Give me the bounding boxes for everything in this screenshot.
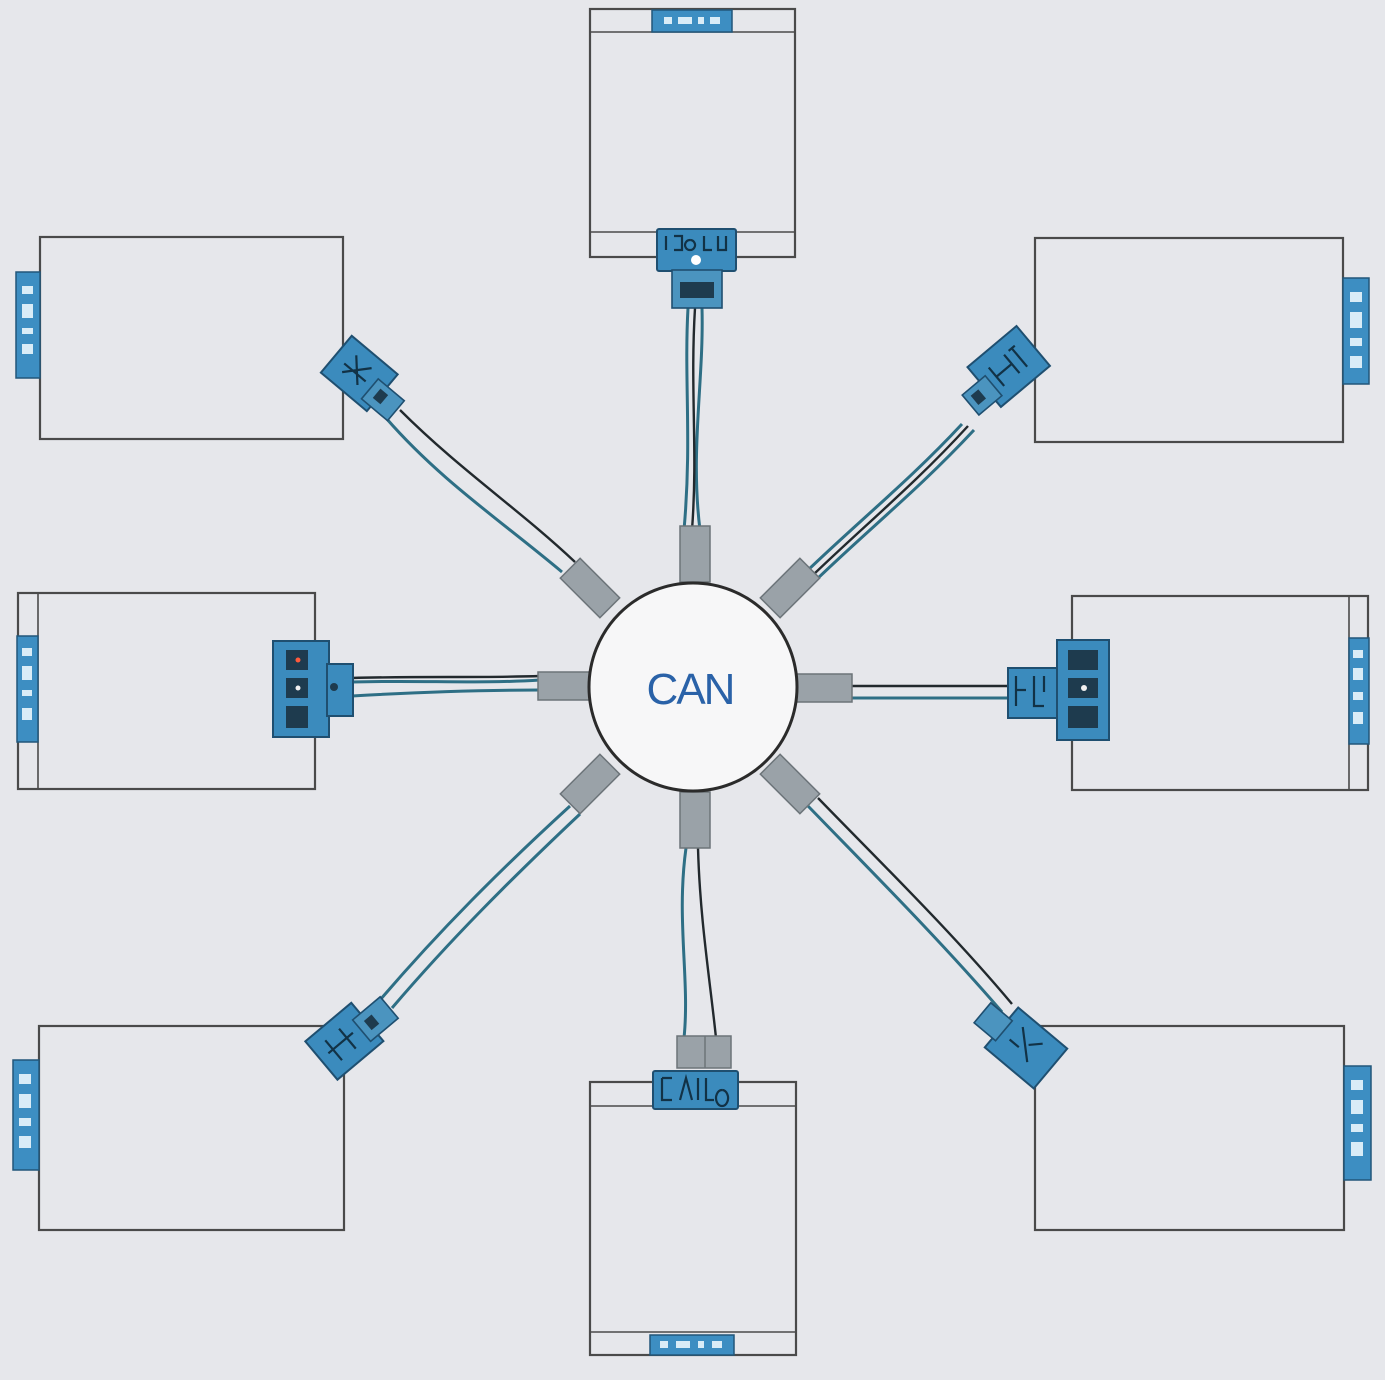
wire-left-b: [351, 674, 541, 680]
tab-right: [1348, 637, 1370, 745]
wire-bottom-left-b: [390, 812, 582, 1009]
connector-top: [656, 228, 737, 309]
wire-bottom-right-b: [817, 797, 1013, 1005]
can-hub: CAN: [587, 581, 799, 793]
stub-right: [795, 673, 853, 703]
wire-top-right-c: [811, 425, 969, 577]
connector-left: [272, 640, 354, 738]
tab-top-left: [15, 271, 41, 379]
connector-bottom-left: [303, 995, 400, 1082]
wire-bottom-a: [680, 847, 688, 1039]
stub-bottom-left: [559, 753, 621, 815]
wire-top-left-b: [399, 409, 576, 563]
tab-bottom: [649, 1334, 735, 1356]
node-box-top: [588, 7, 797, 259]
wires: [351, 307, 1013, 1039]
wire-top-a: [682, 307, 690, 531]
wire-bottom-left-a: [378, 804, 572, 1001]
node-box-top-right: [1033, 236, 1370, 444]
wire-left-c: [351, 688, 541, 698]
wire-bottom-right-a: [806, 804, 1004, 1013]
wire-top-c: [690, 307, 697, 531]
node-box-bottom-right: [1033, 1024, 1372, 1232]
connector-right: [1007, 639, 1110, 741]
stub-top: [679, 525, 711, 583]
stub-bottom-right: [759, 753, 821, 815]
connector-top-left: [319, 334, 406, 422]
wire-top-right-b: [814, 428, 976, 582]
stub-left: [537, 671, 595, 701]
hub-stubs: [537, 525, 853, 849]
tab-bottom-right: [1343, 1065, 1372, 1181]
stub-bottom: [679, 791, 711, 849]
connector-bottom: [652, 1035, 739, 1110]
tab-left: [16, 635, 39, 743]
wire-top-right-a: [804, 422, 964, 574]
hub-label: CAN: [647, 665, 734, 714]
node-box-bottom-left: [12, 1024, 346, 1232]
wire-bottom-b: [696, 847, 718, 1039]
wire-top-left-a: [384, 417, 563, 574]
tab-top-right: [1342, 277, 1370, 385]
wire-left-a: [351, 678, 541, 684]
node-box-left: [16, 591, 317, 791]
node-box-right: [1070, 594, 1370, 792]
node-box-top-left: [15, 235, 345, 441]
tab-bottom-left: [12, 1059, 40, 1171]
wire-top-b: [694, 307, 704, 531]
node-box-bottom: [588, 1080, 798, 1357]
stub-top-right: [759, 557, 821, 619]
connector-top-right: [961, 324, 1052, 417]
tab-top: [651, 9, 733, 33]
connector-bottom-right: [972, 1001, 1069, 1090]
stub-top-left: [559, 557, 621, 619]
